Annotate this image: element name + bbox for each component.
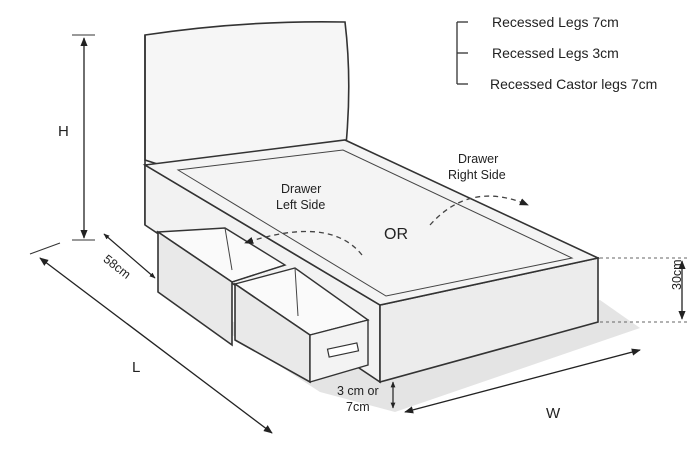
leg-clearance-label-line2: 7cm [346, 400, 370, 414]
legend-option-2: Recessed Legs 3cm [492, 45, 619, 61]
drawer-left-label-line2: Left Side [276, 198, 325, 212]
base-height-label: 30cm [670, 259, 684, 290]
drawer-left-label-line1: Drawer [281, 182, 321, 196]
leg-clearance-label-line1: 3 cm or [337, 384, 379, 398]
drawer-right-label-line2: Right Side [448, 168, 506, 182]
mattress-inner-edge [176, 149, 574, 297]
base-height-dimension [600, 257, 690, 323]
headboard [144, 20, 350, 171]
drawer-left-arrow-icon [244, 230, 363, 256]
legend-bracket [456, 21, 468, 85]
length-label: L [132, 359, 140, 376]
legend-option-1: Recessed Legs 7cm [492, 14, 619, 30]
drawer-right-label-line1: Drawer [458, 152, 498, 166]
drawer-handle-icon [326, 342, 360, 358]
drawer-depth-label: 58cm [101, 252, 134, 282]
height-dimension [72, 34, 95, 241]
width-label: W [546, 405, 561, 422]
drawer-depth-dimension [103, 233, 156, 279]
mattress-top [142, 139, 601, 306]
legend-option-3: Recessed Castor legs 7cm [490, 76, 657, 92]
length-dimension [29, 242, 273, 434]
width-dimension [404, 348, 641, 414]
height-label: H [58, 123, 69, 140]
drawer-right-arrow-icon [429, 195, 529, 226]
or-label: OR [384, 226, 408, 243]
